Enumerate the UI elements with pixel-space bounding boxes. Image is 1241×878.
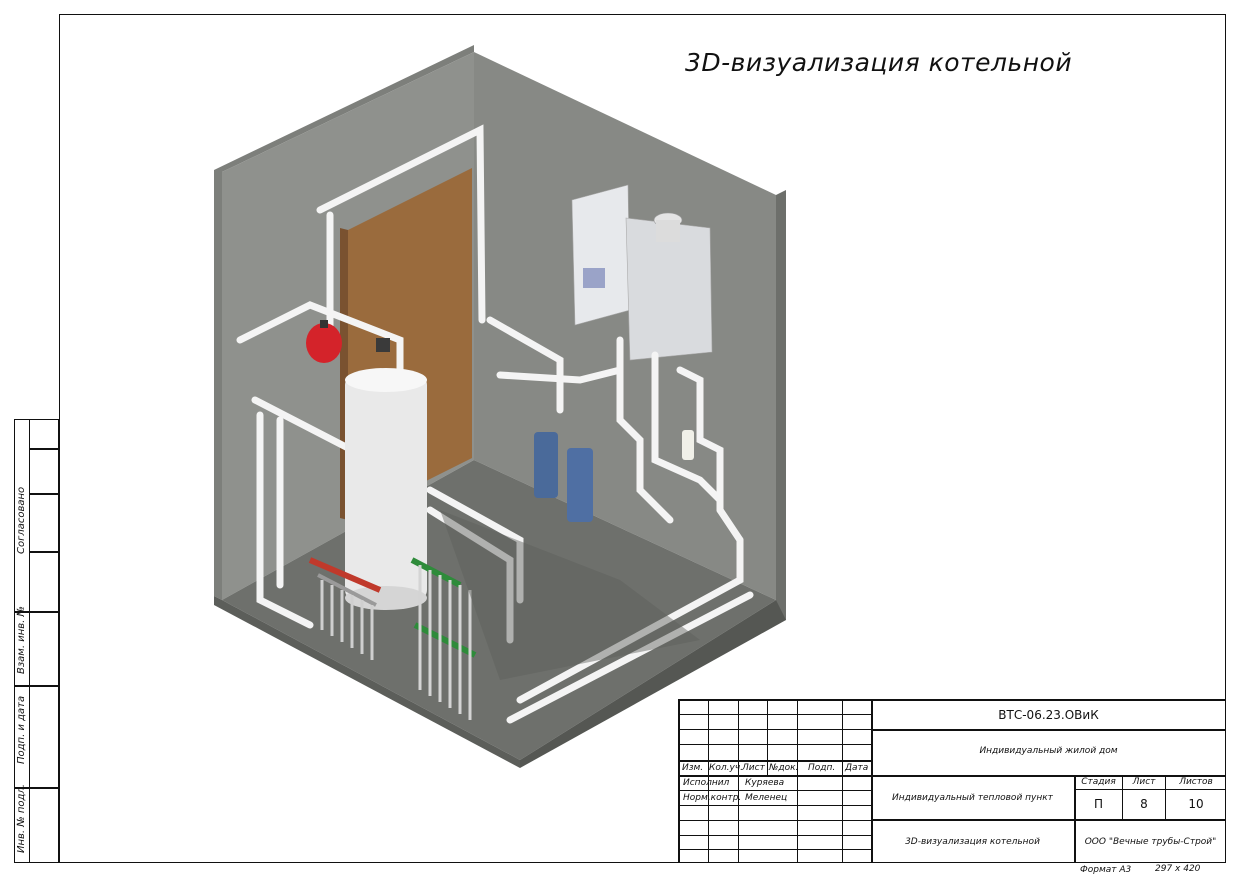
manifold-left [308, 557, 382, 660]
sheets-value: 10 [1188, 797, 1204, 811]
role-normcontrol: Норм.контр. [683, 793, 742, 803]
water-filters [534, 430, 694, 522]
document-code: ВТС-06.23.ОВиК [998, 708, 1099, 722]
role-executor: Исполнил [683, 778, 730, 788]
section-title: Индивидуальный тепловой пункт [892, 793, 1053, 803]
agreed-label: Согласовано [16, 486, 27, 554]
drawing-frame [59, 14, 1226, 863]
floor-front-edge [214, 596, 520, 768]
sheets-label: Листов [1179, 777, 1213, 787]
sheet-value: 8 [1140, 797, 1148, 811]
sheet-title: 3D-визуализация котельной [905, 837, 1040, 847]
shadow [440, 510, 700, 680]
expansion-vessel [306, 320, 342, 363]
inv-orig-label: Инв. № подл. [16, 784, 27, 853]
drawing-title: 3D-визуализация котельной [685, 48, 1073, 77]
header-data: Дата [845, 763, 869, 773]
format-size: 297 х 420 [1155, 864, 1201, 874]
stage-value: П [1093, 797, 1104, 811]
right-wall-edge [776, 190, 786, 622]
header-list: Лист [742, 763, 765, 773]
sheet-label: Лист [1132, 777, 1156, 787]
boiler-unit [571, 184, 713, 361]
stage-label: Стадия [1081, 777, 1116, 787]
object-name: Индивидуальный жилой дом [979, 746, 1118, 756]
swap-inv-label: Взам. инв. № [16, 606, 27, 674]
pipes [236, 124, 754, 724]
header-kol-uch: Кол.уч. [709, 763, 744, 773]
header-izm: Изм. [682, 763, 704, 773]
manifold-right [410, 557, 477, 720]
title-block: Изм. Кол.уч. Лист №док. Подп. Дата Испол… [678, 699, 1226, 863]
name-normcontrol: Меленец [745, 793, 788, 803]
floor-right-edge [520, 600, 786, 768]
company-name: ООО "Вечные трубы-Строй" [1084, 837, 1217, 847]
header-podp: Подп. [808, 763, 836, 773]
header-ndok: №док. [769, 763, 799, 773]
sign-date-label: Подп. и дата [16, 695, 27, 764]
circulation-pump [376, 338, 390, 352]
side-stamp: Согласовано Взам. инв. № Подп. и дата Ин… [14, 419, 59, 863]
water-heater [345, 368, 427, 610]
name-executor: Куряева [745, 778, 785, 788]
boiler-room-render [214, 45, 786, 768]
format-label: Формат А3 [1080, 865, 1132, 875]
